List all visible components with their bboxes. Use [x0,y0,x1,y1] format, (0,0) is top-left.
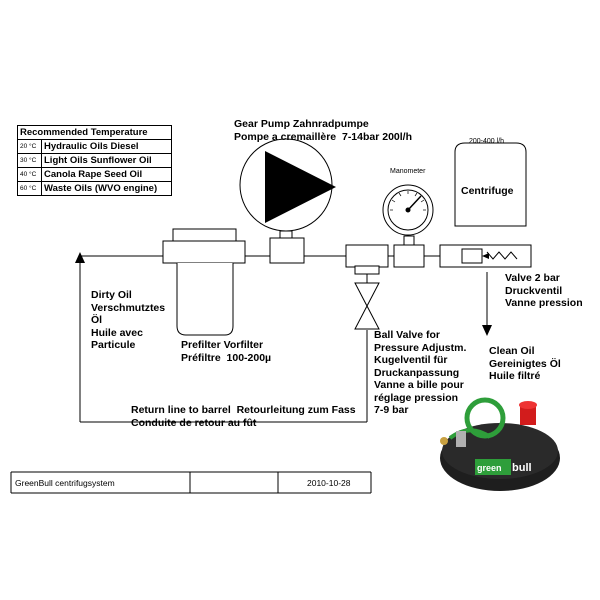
drawing-date: 2010-10-28 [307,478,351,488]
recommended-temperature-table: Recommended Temperature 20 °C Hydraulic … [17,125,172,196]
oil-cell: Waste Oils (WVO engine) [41,181,172,196]
temperature-cell: 60 °C [17,181,42,196]
gear-pump [239,138,336,264]
tee-fitting [345,244,389,275]
pump-arrow-icon [265,151,336,223]
ball-valve [354,282,380,330]
manometer [382,184,434,268]
table-row: 20 °C Hydraulic Oils Diesel [17,139,172,154]
photo-logo-text-2: bull [512,462,532,474]
dirty-oil-arrowhead [75,252,85,263]
return-line-label: Return line to barrel Retourleitung zum … [131,404,356,429]
valve-label: Valve 2 bar Druckventil Vanne pression [505,272,583,309]
greenbull-unit-photo: green bull [440,397,560,491]
photo-logo-text: green [477,463,502,473]
prefilter [162,228,246,336]
prefilter-label: Prefilter Vorfilter Préfiltre 100-200µ [181,339,272,364]
centrifuge-label: Centrifuge [461,185,514,197]
gear-pump-label: Gear Pump Zahnradpumpe Pompe a cremaillè… [234,118,413,143]
title-block: GreenBull centrifugsystem 2010-10-28 [11,473,371,493]
manometer-label: Manometer [390,168,426,175]
table-row: 40 °C Canola Rape Seed Oil [17,167,172,182]
ball-valve-label: Ball Valve for Pressure Adjustm. Kugelve… [374,329,467,416]
drawing-title: GreenBull centrifugsystem [15,478,115,488]
clean-oil-label: Clean Oil Gereinigtes Öl Huile filtré [489,345,561,382]
table-row: 60 °C Waste Oils (WVO engine) [17,181,172,196]
centrifuge [439,142,532,268]
dirty-oil-label: Dirty Oil Verschmutztes Öl Huile avec Pa… [91,289,166,351]
flow-rate-label: 200-400 l/h [469,138,505,145]
clean-oil-arrowhead [482,325,492,336]
